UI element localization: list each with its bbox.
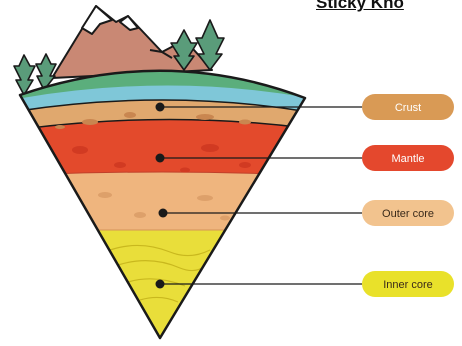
label-crust-text: Crust <box>395 102 421 114</box>
label-crust: Crust <box>362 94 454 120</box>
label-mantle-text: Mantle <box>391 153 424 165</box>
outer-core-marker <box>159 209 168 218</box>
mantle-marker <box>156 154 165 163</box>
label-inner-core: Inner core <box>362 271 454 297</box>
label-outer-core-text: Outer core <box>382 208 434 220</box>
label-mantle: Mantle <box>362 145 454 171</box>
label-outer-core: Outer core <box>362 200 454 226</box>
inner-core-marker <box>156 280 165 289</box>
crust-marker <box>156 103 165 112</box>
label-inner-core-text: Inner core <box>383 279 433 291</box>
